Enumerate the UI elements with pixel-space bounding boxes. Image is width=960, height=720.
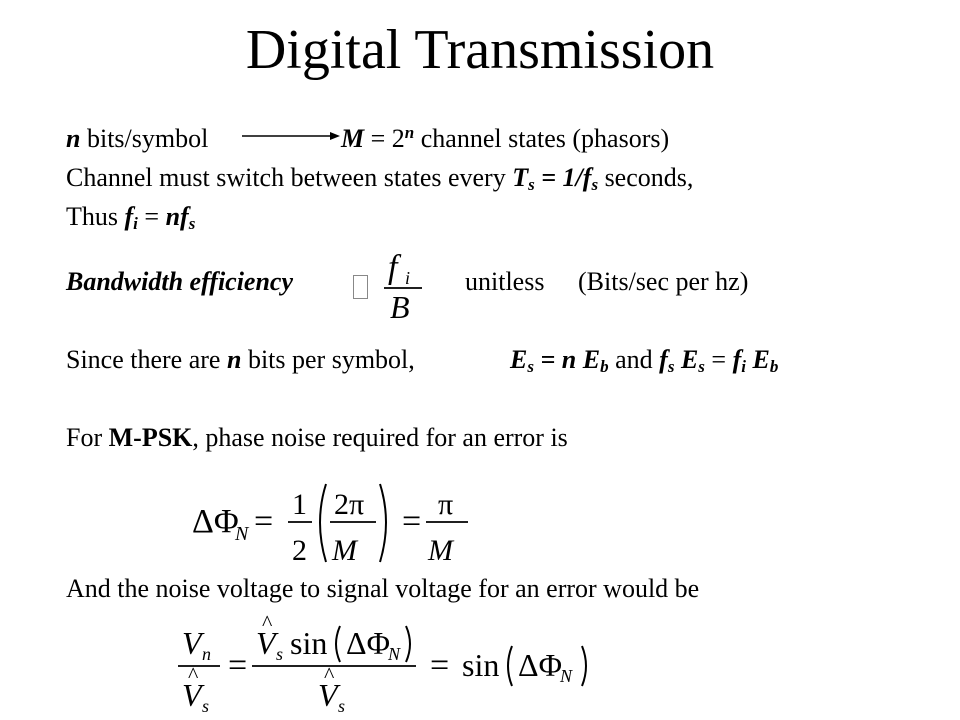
seconds-text: seconds,	[598, 163, 694, 192]
sub-n: n	[202, 644, 211, 664]
channel-states-text: channel states (phasors)	[414, 124, 670, 153]
sub-s: s	[528, 175, 535, 194]
equals-sign: =	[137, 202, 166, 231]
f-var: f	[659, 345, 668, 374]
n-variable: n	[226, 345, 242, 374]
equals-two: = 2	[364, 124, 405, 153]
delta-phi: ΔΦ	[192, 503, 239, 540]
right-paren-icon	[581, 645, 587, 687]
equals-sign: =	[402, 503, 421, 540]
energy-relation: Es = n Eb and fs Es = fi Eb	[510, 345, 778, 375]
phase-noise-equation: ΔΦ N = 1 2 2π M = π M	[192, 483, 468, 567]
hat-accent: ^	[324, 662, 335, 687]
M-var: M	[331, 534, 359, 567]
left-paren-icon	[335, 625, 341, 663]
sub-b: b	[600, 357, 609, 376]
sub-b: b	[769, 357, 779, 376]
E-var: E	[510, 345, 528, 374]
frac-numerator-f: f	[388, 249, 402, 286]
thus-text: Thus	[66, 202, 125, 231]
hat-accent: ^	[188, 662, 199, 687]
sub-N: N	[387, 644, 401, 664]
right-paren-icon	[379, 483, 387, 563]
and-text: and	[608, 345, 660, 374]
channel-switch-text: Channel must switch between states every	[66, 163, 513, 192]
n-variable: n	[66, 124, 81, 153]
line-channel-states: M = 2n channel states (phasors)	[341, 124, 669, 154]
pi: π	[438, 488, 453, 521]
E-var: E	[674, 345, 699, 374]
noise-voltage-text: And the noise voltage to signal voltage …	[66, 574, 700, 603]
frac-denominator: B	[390, 289, 410, 320]
line-mpsk: For M-PSK, phase noise required for an e…	[66, 423, 568, 453]
mpsk-label: M-PSK	[108, 423, 193, 452]
line-since: Since there are n bits per symbol,	[66, 345, 415, 375]
right-paren-icon	[405, 625, 411, 663]
M-variable: M	[341, 124, 365, 153]
line-channel-switch: Channel must switch between states every…	[66, 163, 693, 193]
noise-voltage-equation: V n ^ V s = ^ V s sin ΔΦ N ^ V s = sin Δ…	[178, 614, 587, 716]
V-var: V	[318, 677, 341, 713]
sin-function: sin	[462, 647, 499, 683]
arrow-right-icon	[242, 132, 340, 140]
left-paren-icon	[507, 645, 513, 687]
sub-s: s	[276, 644, 283, 664]
since-text: Since there are	[66, 345, 227, 374]
equals-n: = n	[533, 345, 583, 374]
equals-sign: =	[704, 345, 733, 374]
delta-phi: ΔΦ	[518, 647, 562, 683]
unitless-text: unitless	[465, 267, 545, 296]
equals-sign: =	[430, 647, 449, 684]
bits-per-symbol-text: bits per symbol,	[241, 345, 415, 374]
sub-i: i	[741, 357, 746, 376]
sub-s: s	[698, 357, 705, 376]
missing-glyph-box	[353, 275, 368, 299]
line-thus: Thus fi = nfs	[66, 202, 195, 232]
line-bits-per-symbol: n bits/symbol	[66, 124, 208, 154]
f-var: f	[732, 345, 742, 374]
f-variable: f	[124, 202, 134, 231]
left-paren-icon	[319, 483, 327, 563]
slide-title: Digital Transmission	[245, 19, 715, 81]
sub-s: s	[527, 357, 534, 376]
V-var: V	[256, 625, 279, 661]
sub-s: s	[202, 696, 209, 716]
E-var: E	[582, 345, 601, 374]
E-var: E	[745, 345, 770, 374]
bits-per-symbol-text: bits/symbol	[80, 124, 209, 153]
T-variable: T	[512, 163, 529, 192]
hat-accent: ^	[262, 614, 273, 635]
sin-function: sin	[290, 625, 327, 661]
equals-sign: =	[228, 647, 247, 684]
delta-phi: ΔΦ	[346, 625, 390, 661]
sub-s: s	[338, 696, 345, 716]
phase-noise-text: , phase noise required for an error is	[192, 423, 568, 452]
bandwidth-fraction: f i B	[384, 249, 422, 320]
num-one: 1	[292, 488, 307, 521]
sub-s: s	[591, 175, 599, 194]
one-over-f: = 1/f	[534, 163, 592, 192]
units-text: (Bits/sec per hz)	[578, 267, 749, 296]
equals-sign: =	[254, 503, 273, 540]
den-two: 2	[292, 534, 307, 567]
nf-variable: nf	[165, 202, 189, 231]
two-pi: 2π	[334, 488, 364, 521]
sub-i: i	[133, 214, 138, 233]
V-var: V	[182, 625, 205, 661]
sub-N: N	[559, 666, 573, 686]
exponent-n: n	[404, 123, 415, 142]
bandwidth-label: Bandwidth efficiency	[66, 267, 293, 297]
sub-s: s	[188, 214, 196, 233]
M-var: M	[427, 534, 455, 567]
frac-numerator-sub: i	[405, 268, 410, 288]
bandwidth-efficiency-text: Bandwidth efficiency	[66, 267, 294, 296]
V-var: V	[182, 677, 205, 713]
for-text: For	[66, 423, 109, 452]
sub-s: s	[667, 357, 675, 376]
sub-N: N	[234, 523, 250, 545]
